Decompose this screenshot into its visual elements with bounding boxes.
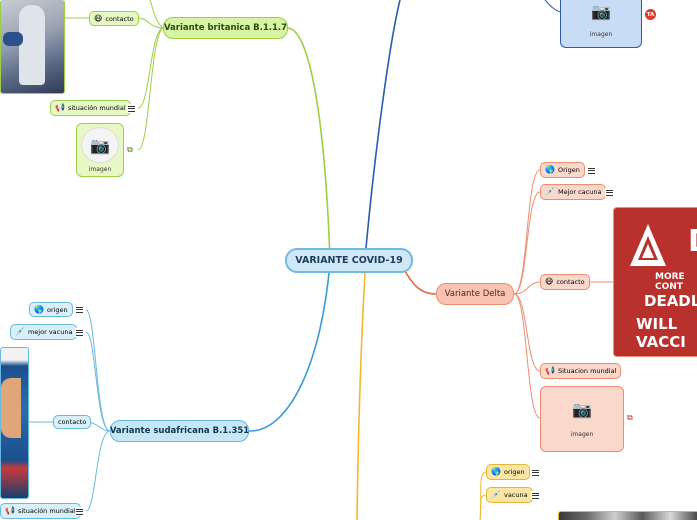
ta-badge[interactable]: TA bbox=[645, 9, 656, 20]
external-link-icon[interactable]: ⧉ bbox=[127, 145, 133, 154]
ta-badge-label: TA bbox=[646, 11, 655, 18]
globe-icon: 🌎 bbox=[491, 467, 501, 476]
yellow-vacuna-node[interactable]: 💉 vacuna bbox=[486, 487, 533, 503]
delta-branch-node[interactable]: Variante Delta bbox=[436, 283, 514, 305]
yellow-vacuna-notes-icon[interactable] bbox=[531, 491, 540, 500]
delta-contacto-node[interactable]: 😷 contacto bbox=[540, 274, 590, 290]
megaphone-icon: 📢 bbox=[5, 506, 15, 515]
sudafricana-photo[interactable] bbox=[0, 347, 29, 499]
face-mask-icon: 😷 bbox=[94, 13, 103, 23]
sudafricana-contacto-node[interactable]: contacto bbox=[53, 415, 92, 429]
central-topic[interactable]: VARIANTE COVID-19 bbox=[285, 248, 413, 273]
britanica-contacto-label: contacto bbox=[105, 14, 134, 23]
delta-contacto-label: contacto bbox=[556, 278, 585, 286]
delta-situacion-node[interactable]: 📢 Situacion mundial bbox=[540, 363, 622, 379]
sudafricana-contacto-label: contacto bbox=[58, 418, 87, 426]
delta-imagen-label: imagen bbox=[570, 431, 594, 438]
yellow-vacuna-label: vacuna bbox=[503, 491, 528, 499]
camera-icon: 📷 bbox=[591, 2, 611, 21]
camera-icon: 📷 bbox=[572, 400, 592, 419]
delta-origen-node[interactable]: 🌎 Origen bbox=[540, 162, 585, 178]
syringe-icon: 💉 bbox=[545, 187, 555, 196]
delta-vacuna-label: Mejor cacuna bbox=[557, 188, 602, 196]
sudafricana-origen-notes-icon[interactable] bbox=[75, 305, 84, 314]
britanica-situacion-label: situación mundial bbox=[67, 104, 126, 112]
sudafricana-vacuna-notes-icon[interactable] bbox=[75, 328, 84, 337]
face-mask-icon: 😷 bbox=[545, 277, 554, 286]
delta-logo-icon bbox=[630, 224, 666, 266]
photo-figure-shape bbox=[19, 5, 45, 85]
delta-news-line3: DEADLIER bbox=[644, 292, 697, 310]
delta-branch-label: Variante Delta bbox=[444, 289, 506, 299]
delta-origen-notes-icon[interactable] bbox=[587, 166, 596, 175]
megaphone-icon: 📢 bbox=[55, 103, 65, 112]
delta-news-image[interactable]: DE MORE CONT DEADLIER WILL VACCI bbox=[613, 207, 697, 357]
britanica-branch-label: Variante britanica B.1.1.7 bbox=[163, 23, 288, 33]
sudafricana-origen-node[interactable]: 🌎 origen bbox=[29, 302, 73, 317]
sudafricana-situacion-label: situación mundial bbox=[17, 507, 76, 515]
delta-imagen-card[interactable]: 📷 imagen bbox=[540, 386, 624, 452]
sudafricana-branch-label: Variante sudafricana B.1.351 bbox=[109, 426, 250, 436]
sudafricana-situacion-notes-icon[interactable] bbox=[75, 507, 84, 516]
photo-figure-shape-2 bbox=[3, 32, 23, 46]
yellow-origen-label: origen bbox=[503, 468, 525, 476]
yellow-origen-node[interactable]: 🌎 origen bbox=[486, 464, 530, 480]
sudafricana-situacion-node[interactable]: 📢 situación mundial bbox=[0, 503, 81, 519]
top-imagen-card[interactable]: 📷 imagen bbox=[560, 0, 642, 48]
megaphone-icon: 📢 bbox=[545, 366, 555, 375]
delta-news-subline: MORE CONT bbox=[655, 272, 685, 292]
britanica-situacion-notes-icon[interactable] bbox=[127, 104, 136, 113]
sudafricana-vacuna-node[interactable]: 💉 mejor vacuna bbox=[10, 324, 78, 340]
image-placeholder-frame: 📷 bbox=[81, 127, 119, 163]
delta-news-headline: DE bbox=[688, 224, 697, 259]
delta-news-image-inner: DE MORE CONT DEADLIER WILL VACCI bbox=[618, 212, 697, 352]
globe-icon: 🌎 bbox=[545, 165, 555, 174]
globe-icon: 🌎 bbox=[34, 304, 44, 314]
central-topic-label: VARIANTE COVID-19 bbox=[295, 255, 403, 266]
delta-origen-label: Origen bbox=[557, 166, 580, 174]
yellow-photo[interactable] bbox=[558, 511, 697, 520]
sudafricana-origen-label: origen bbox=[46, 305, 68, 314]
syringe-icon: 💉 bbox=[491, 490, 501, 499]
sudafricana-vacuna-label: mejor vacuna bbox=[27, 328, 73, 336]
top-imagen-label: imagen bbox=[589, 31, 613, 38]
syringe-icon: 💉 bbox=[15, 327, 25, 336]
delta-situacion-label: Situacion mundial bbox=[557, 367, 617, 375]
camera-icon: 📷 bbox=[90, 135, 110, 155]
delta-vacuna-notes-icon[interactable] bbox=[605, 188, 614, 197]
britanica-situacion-node[interactable]: 📢 situación mundial bbox=[50, 100, 131, 116]
photo-person-shape bbox=[1, 378, 21, 438]
delta-vacuna-node[interactable]: 💉 Mejor cacuna bbox=[540, 184, 607, 200]
britanica-imagen-card[interactable]: 📷 imagen bbox=[76, 123, 124, 177]
external-link-icon[interactable]: ⧉ bbox=[627, 413, 633, 422]
britanica-photo[interactable] bbox=[0, 0, 65, 94]
britanica-imagen-label: imagen bbox=[88, 166, 112, 173]
britanica-branch-node[interactable]: Variante britanica B.1.1.7 bbox=[163, 17, 288, 39]
yellow-origen-notes-icon[interactable] bbox=[531, 468, 540, 477]
delta-news-line4: WILL VACCI bbox=[636, 315, 686, 351]
britanica-contacto-node[interactable]: 😷 contacto bbox=[89, 11, 139, 26]
sudafricana-branch-node[interactable]: Variante sudafricana B.1.351 bbox=[110, 420, 249, 442]
